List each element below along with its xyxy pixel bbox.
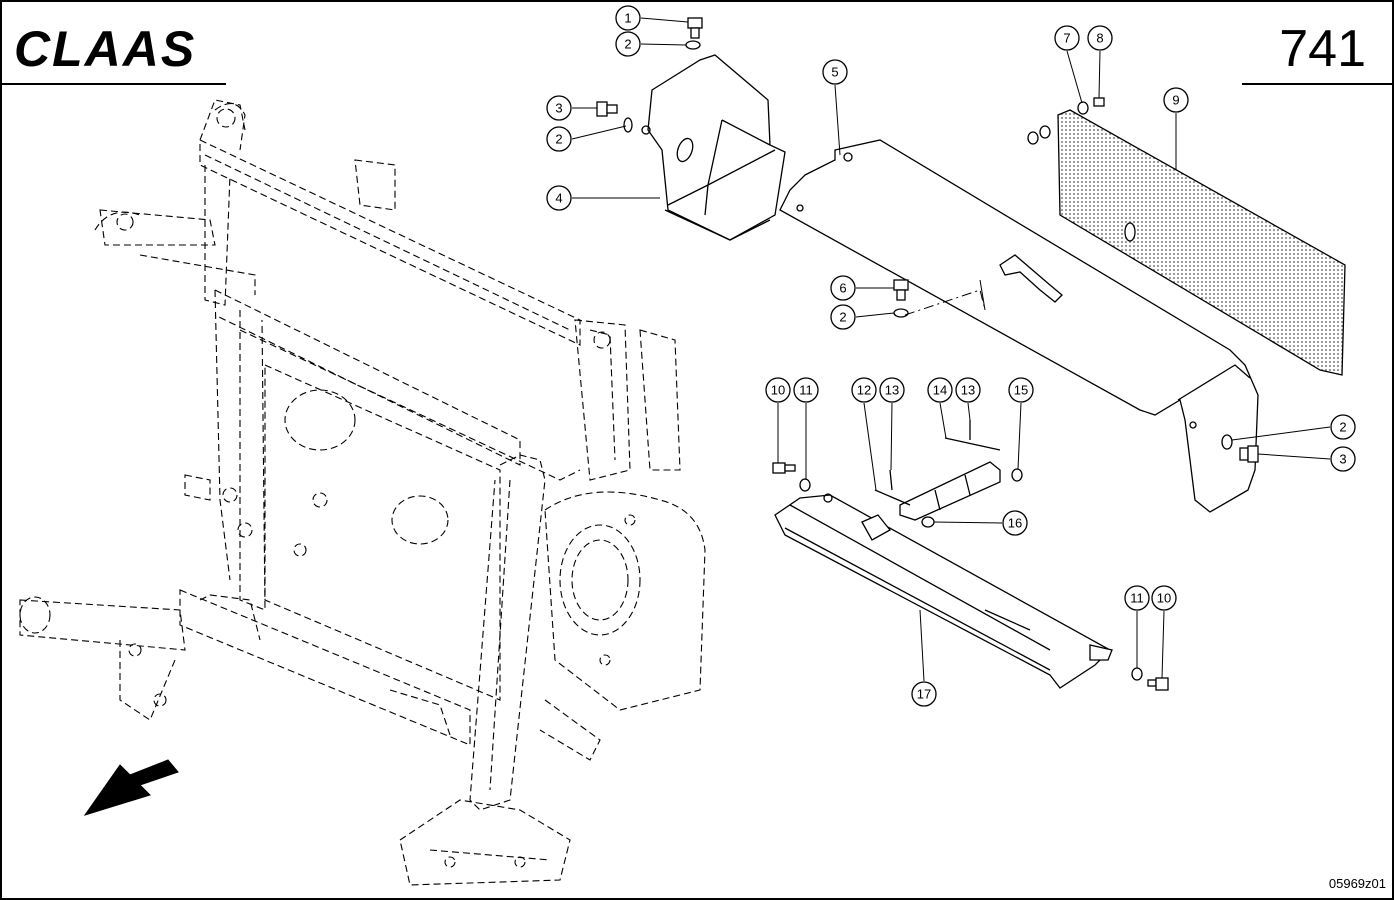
callout-16: 16 bbox=[1002, 510, 1028, 536]
svg-text:7: 7 bbox=[1063, 31, 1070, 46]
callout-9: 9 bbox=[1163, 87, 1189, 113]
frame-assembly-dashed bbox=[19, 99, 706, 886]
svg-text:11: 11 bbox=[1130, 591, 1144, 606]
washer-11b bbox=[1131, 667, 1143, 681]
svg-text:14: 14 bbox=[933, 383, 947, 398]
callout-3a: 3 bbox=[546, 95, 572, 121]
svg-text:3: 3 bbox=[1339, 452, 1346, 467]
nut-hardware-left-of-screen bbox=[1027, 125, 1051, 145]
svg-text:10: 10 bbox=[1157, 591, 1171, 606]
bolt-3b bbox=[1239, 445, 1259, 463]
page-number: 741 bbox=[1279, 20, 1366, 78]
svg-text:2: 2 bbox=[624, 37, 631, 52]
washer-16 bbox=[921, 516, 935, 528]
bolt-6 bbox=[893, 279, 909, 301]
callout-7: 7 bbox=[1054, 25, 1080, 51]
callout-17: 17 bbox=[911, 681, 937, 707]
washer-2a bbox=[685, 40, 701, 50]
callout-10a: 10 bbox=[765, 377, 791, 403]
svg-text:2: 2 bbox=[1339, 420, 1346, 435]
travel-direction-arrow-icon bbox=[83, 759, 179, 816]
callout-1: 1 bbox=[615, 5, 641, 31]
bolt-3a bbox=[596, 101, 618, 117]
callout-2d: 2 bbox=[1330, 414, 1356, 440]
callout-15: 15 bbox=[1008, 377, 1034, 403]
svg-text:10: 10 bbox=[771, 383, 785, 398]
callout-2a: 2 bbox=[615, 31, 641, 57]
leader-lines bbox=[571, 17, 1331, 682]
washer-7 bbox=[1077, 101, 1089, 115]
svg-text:12: 12 bbox=[857, 383, 871, 398]
callout-13b: 13 bbox=[955, 377, 981, 403]
drawing-reference: 05969z01 bbox=[1329, 876, 1386, 891]
callout-13a: 13 bbox=[879, 377, 905, 403]
callout-2c: 2 bbox=[830, 304, 856, 330]
svg-text:8: 8 bbox=[1096, 31, 1103, 46]
brand-logo: CLAAS bbox=[14, 21, 196, 77]
part-4-cover-box bbox=[641, 54, 786, 241]
svg-text:3: 3 bbox=[555, 101, 562, 116]
svg-text:13: 13 bbox=[961, 383, 975, 398]
svg-text:6: 6 bbox=[839, 281, 846, 296]
svg-text:2: 2 bbox=[839, 310, 846, 325]
callout-5: 5 bbox=[822, 59, 848, 85]
callout-4: 4 bbox=[546, 185, 572, 211]
part-5-panel bbox=[779, 139, 1259, 513]
hinge-assembly bbox=[874, 420, 1001, 521]
washer-2b bbox=[623, 117, 633, 133]
svg-text:1: 1 bbox=[624, 11, 631, 26]
part-9-mesh-screen bbox=[1057, 109, 1346, 376]
part-17-deflector bbox=[774, 493, 1113, 689]
svg-text:5: 5 bbox=[831, 65, 838, 80]
callout-2b: 2 bbox=[546, 126, 572, 152]
svg-text:13: 13 bbox=[885, 383, 899, 398]
callout-3b: 3 bbox=[1330, 446, 1356, 472]
washer-2d bbox=[1221, 434, 1233, 450]
callout-10b: 10 bbox=[1151, 585, 1177, 611]
washer-15 bbox=[1011, 468, 1023, 482]
callout-11b: 11 bbox=[1124, 585, 1150, 611]
washer-2c bbox=[893, 308, 909, 318]
panel-bracket bbox=[999, 254, 1063, 303]
svg-text:17: 17 bbox=[917, 687, 931, 702]
bolt-10a bbox=[772, 462, 796, 474]
svg-text:9: 9 bbox=[1172, 93, 1179, 108]
svg-text:4: 4 bbox=[555, 191, 562, 206]
bolt-10b bbox=[1147, 677, 1169, 691]
bolt-8 bbox=[1093, 97, 1105, 107]
svg-text:11: 11 bbox=[799, 383, 813, 398]
callout-14: 14 bbox=[927, 377, 953, 403]
svg-text:15: 15 bbox=[1014, 383, 1028, 398]
callout-11a: 11 bbox=[793, 377, 819, 403]
callout-8: 8 bbox=[1087, 25, 1113, 51]
callout-6: 6 bbox=[830, 275, 856, 301]
svg-text:16: 16 bbox=[1008, 516, 1022, 531]
callout-12: 12 bbox=[851, 377, 877, 403]
washer-11a bbox=[799, 478, 811, 492]
svg-text:2: 2 bbox=[555, 132, 562, 147]
bolt-1 bbox=[687, 17, 703, 39]
